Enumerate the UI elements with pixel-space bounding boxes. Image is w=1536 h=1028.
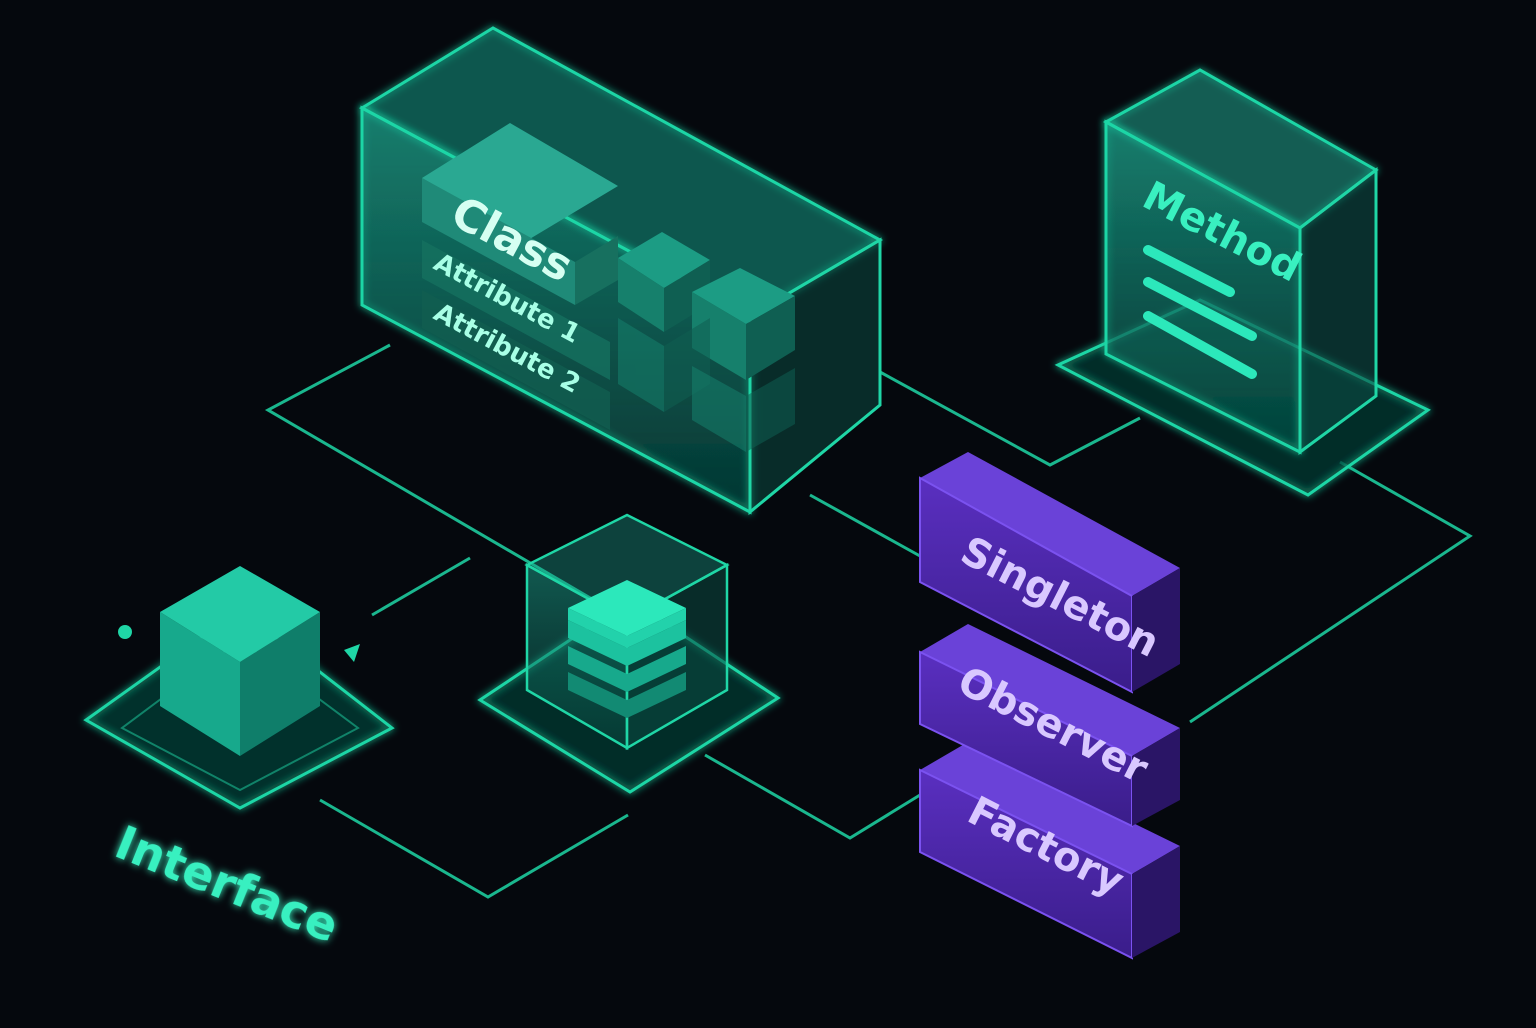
- class-cube-2: [692, 268, 795, 380]
- class-cube-1: [618, 232, 710, 332]
- connector-interface-bottom: [319, 798, 629, 899]
- connector-method-right: [1189, 460, 1473, 724]
- interface-label: Interface: [108, 815, 346, 953]
- connector-middle-bottom: [704, 753, 921, 840]
- connector-lines: [264, 343, 1473, 899]
- class-header-top: [422, 123, 618, 240]
- method-node: Method: [1054, 68, 1431, 497]
- class-cube-4: [692, 366, 795, 452]
- class-header-side: [575, 236, 618, 305]
- interface-dot-icon: [118, 625, 132, 639]
- method-box-side: [1298, 166, 1378, 455]
- connector-class-singleton: [809, 493, 921, 558]
- stack-layers-icon: [568, 580, 686, 718]
- class-node: Class Attribute 1 Attribute 2: [358, 26, 884, 516]
- connector-class-left: [264, 343, 629, 622]
- class-header-front: [422, 178, 575, 305]
- pattern-singleton-block: Singleton: [919, 452, 1180, 694]
- patterns-stack: Factory Observer Singleton: [919, 452, 1180, 960]
- connector-class-method: [879, 370, 1141, 467]
- attribute-row-2: [422, 290, 610, 430]
- connector-interface-middle: [371, 556, 471, 617]
- method-lines-icon: [1143, 245, 1257, 379]
- interface-cube-left: [160, 612, 240, 756]
- attribute-row-1: [422, 240, 610, 380]
- stack-node: [477, 513, 781, 794]
- interface-cube-right: [240, 612, 320, 756]
- interface-node: Interface: [83, 566, 395, 953]
- interface-arrow-icon: [344, 644, 360, 662]
- interface-cube-top: [160, 566, 320, 662]
